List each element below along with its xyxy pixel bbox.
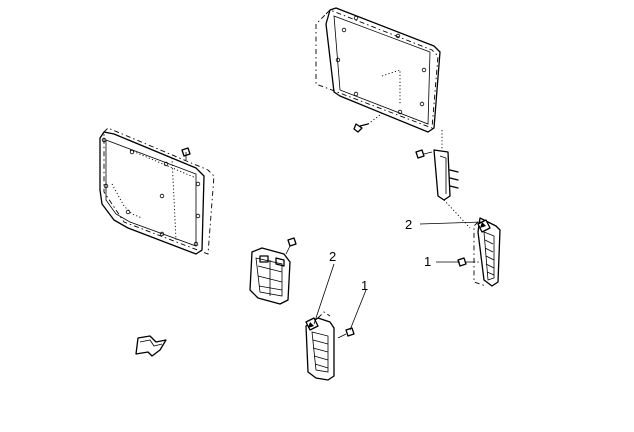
left-door-panel <box>99 127 215 255</box>
top-panel-assembly <box>315 7 441 133</box>
front-direction-arrow-icon <box>135 335 167 357</box>
center-grille-assembly <box>305 311 355 381</box>
center-frame <box>249 237 297 305</box>
right-grille-assembly <box>457 217 501 287</box>
callout-leaders <box>313 221 483 331</box>
callout-label-1-center: 1 <box>361 278 368 293</box>
callout-label-2-center: 2 <box>329 249 336 264</box>
callout-label-2-right: 2 <box>405 217 412 232</box>
callout-label-1-right: 1 <box>424 254 431 269</box>
center-bracket <box>415 130 471 229</box>
